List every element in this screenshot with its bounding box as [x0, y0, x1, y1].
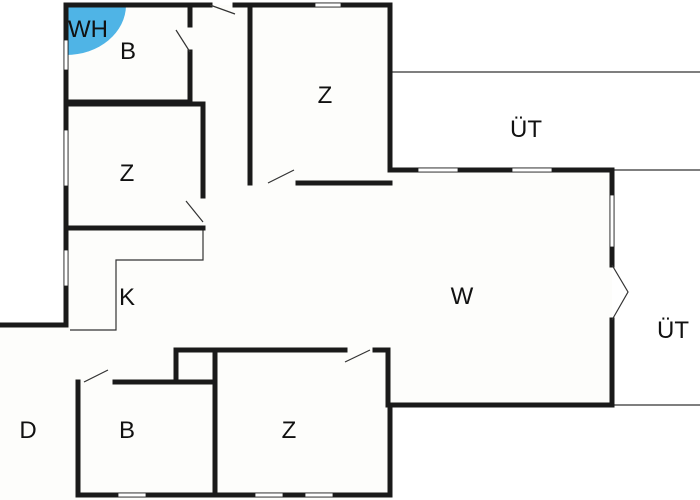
window-bottom-room-2	[304, 492, 334, 498]
floor-areas	[0, 5, 612, 500]
window-living-top-2	[511, 167, 553, 173]
door-entrance	[209, 4, 236, 15]
label-storage: D	[19, 417, 36, 444]
window-bottom-room-1	[254, 492, 284, 498]
water-heater-marker	[66, 5, 126, 55]
label-kitchen: K	[119, 284, 135, 311]
doors	[83, 4, 629, 383]
window-living-right	[609, 194, 615, 248]
door-room-top-right	[267, 169, 295, 184]
room-labels: WH B Z Z ÜT K W ÜT D B Z	[19, 16, 689, 444]
label-terrace-top: ÜT	[510, 116, 542, 143]
door-room-bottom	[344, 349, 371, 363]
window-bottom-bath	[117, 492, 147, 498]
floor-lower-block	[0, 325, 390, 500]
door-bath-top	[175, 29, 191, 53]
windows	[63, 2, 615, 498]
door-room-top-left	[185, 200, 204, 223]
kitchen-counter-outline	[70, 228, 204, 331]
label-bath-top: B	[120, 38, 136, 65]
label-bath-bottom: B	[119, 417, 135, 444]
window-left-middle	[63, 129, 69, 187]
label-room-top-left: Z	[120, 160, 135, 187]
label-water-heater: WH	[68, 16, 108, 43]
label-room-top-right: Z	[318, 82, 333, 109]
label-living-room: W	[451, 283, 474, 310]
door-terrace-right	[611, 264, 629, 321]
door-bath-bottom	[83, 369, 109, 383]
label-room-bottom: Z	[282, 417, 297, 444]
label-terrace-right: ÜT	[657, 317, 689, 344]
window-left-upper	[63, 39, 69, 71]
window-top-right-room	[314, 2, 342, 8]
window-left-lower	[63, 249, 69, 287]
terraces	[70, 71, 700, 406]
window-living-top-1	[417, 167, 459, 173]
